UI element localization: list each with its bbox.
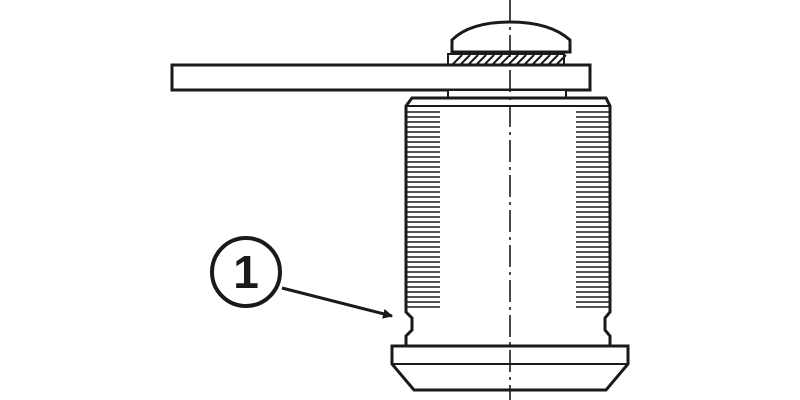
hatch-line [547, 54, 559, 66]
hatch-line [515, 54, 527, 66]
hatch-line [491, 54, 503, 66]
hatched-washer [447, 53, 567, 67]
thread-lines-right [576, 111, 610, 308]
hatch-line [555, 54, 567, 66]
cap-nut [450, 20, 572, 54]
thread-lines-left [406, 111, 440, 308]
hatch-line [523, 54, 535, 66]
hatch-line [451, 54, 463, 66]
hatch-line [539, 54, 551, 66]
hatch-line [459, 54, 471, 66]
hatch-line [499, 54, 511, 66]
callout-number: 1 [233, 246, 259, 298]
callout-leader-arrow [281, 286, 393, 319]
hatch-line [475, 54, 487, 66]
callout-marker: 1 [210, 236, 282, 308]
mounting-panel [170, 63, 592, 92]
hatch-line [483, 54, 495, 66]
hatch-line [531, 54, 543, 66]
hatch-line [467, 54, 479, 66]
